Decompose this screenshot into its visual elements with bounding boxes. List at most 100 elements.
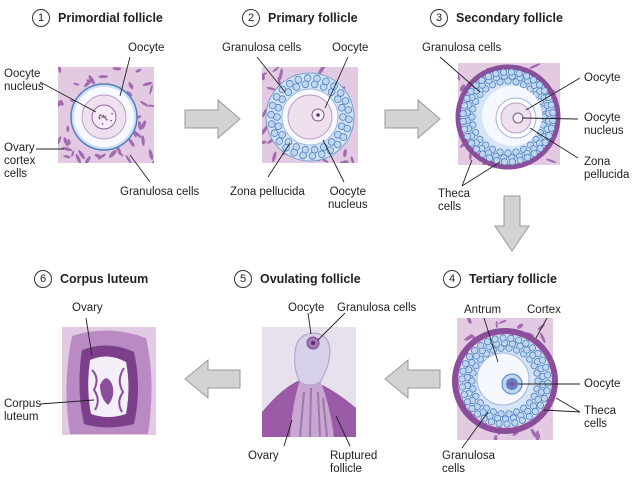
stromal-cell: [128, 82, 134, 90]
granulosa-cell: [545, 132, 553, 140]
arrow-5-to-6: [184, 358, 241, 400]
stromal-cell: [128, 138, 135, 147]
label-oocyte: Oocyte: [288, 302, 325, 314]
label-line: Ovary: [4, 142, 35, 154]
granulosa-cell: [313, 74, 321, 83]
granulosa-cell: [468, 404, 476, 413]
granulosa-cell: [541, 138, 549, 146]
stromal-cell: [262, 140, 267, 145]
stromal-cell: [495, 321, 498, 329]
granulosa-cell: [460, 391, 468, 399]
granulosa-cells: [267, 74, 353, 160]
stromal-cell: [133, 130, 142, 138]
granulosa-cell: [505, 410, 513, 418]
label-oocyte: Oocyte: [128, 42, 165, 54]
granulosa-cell: [267, 120, 276, 128]
granulosa-cell: [511, 419, 519, 427]
stromal-cell: [73, 82, 80, 86]
label-granulosa-cells: Granulosa cells: [222, 42, 302, 54]
label-line: cells: [4, 168, 28, 180]
granulosa-cell: [270, 129, 279, 137]
granulosa-cell: [473, 410, 482, 418]
label-line: cells: [438, 201, 462, 213]
stromal-cell: [63, 155, 71, 159]
granulosa-cell: [301, 80, 310, 89]
granulosa-cell: [299, 151, 307, 160]
stromal-cell: [262, 127, 268, 137]
stage-number: 4: [443, 270, 461, 288]
chromatin-dot: [110, 119, 112, 122]
stromal-cell: [84, 156, 91, 163]
stromal-cell: [148, 149, 154, 160]
stromal-cell: [58, 136, 62, 147]
label-line: Theca: [438, 188, 470, 200]
label-line: Oocyte: [4, 68, 41, 80]
granulosa-cell: [478, 76, 486, 85]
granulosa-cell: [507, 68, 515, 76]
granulosa-cell: [540, 394, 548, 402]
granulosa-cell: [285, 79, 294, 88]
granulosa-cell: [469, 385, 477, 393]
stage-title: Primary follicle: [268, 11, 358, 25]
stage-title: Corpus luteum: [60, 272, 149, 286]
chromatin-dot: [103, 116, 105, 119]
granulosa-cell: [343, 124, 352, 133]
granulosa-cell: [533, 369, 541, 377]
granulosa-cell: [268, 101, 277, 110]
granulosa-cell: [460, 102, 468, 110]
granulosa-cell: [549, 109, 557, 117]
chromatin-dot: [98, 116, 100, 119]
granulosa-cell: [544, 379, 552, 387]
label-ovary: Ovary: [72, 302, 103, 314]
stromal-cell: [318, 67, 326, 75]
label-oocyte: Oocyte: [584, 72, 621, 84]
granulosa-cell: [542, 363, 550, 371]
stromal-cell: [98, 75, 108, 79]
label-theca-cells: Theca cells: [584, 405, 616, 431]
chromatin-dot: [106, 119, 108, 121]
stromal-cell: [67, 138, 71, 145]
granulosa-cell: [458, 375, 466, 383]
stromal-cell: [141, 135, 145, 147]
stromal-cell: [137, 120, 142, 131]
granulosa-cell: [339, 133, 348, 141]
granulosa-cell: [538, 356, 547, 364]
theca-layer: [452, 328, 558, 434]
label-line: nucleus: [328, 199, 368, 211]
label-granulosa-cells: Granulosa cells: [337, 302, 417, 314]
label-line: nucleus: [584, 125, 624, 137]
nucleolus: [316, 113, 320, 117]
theca-layer: [455, 64, 561, 170]
stromal-cell: [58, 100, 64, 106]
stromal-cell: [125, 155, 132, 163]
granulosa-cell: [336, 89, 345, 97]
label-oocyte: Oocyte: [332, 42, 369, 54]
granulosa-cell: [467, 139, 475, 147]
granulosa-cell: [547, 101, 555, 109]
arrow-2-to-3: [384, 98, 441, 140]
granulosa-cell: [516, 156, 524, 164]
stromal-cell: [88, 75, 95, 85]
granulosa-cell: [540, 87, 549, 95]
stage-number: 6: [34, 270, 52, 288]
granulosa-cell: [484, 72, 493, 81]
granulosa-cell: [547, 124, 556, 132]
granulosa-cell: [461, 125, 469, 133]
stage-number: 3: [430, 9, 448, 27]
secondary-follicle-illustration: [455, 63, 561, 170]
leader-lines: [36, 56, 581, 449]
stromal-cell: [148, 104, 154, 107]
released-granulosa-mass: [294, 332, 331, 386]
luteal-folds: [91, 367, 125, 413]
granulosa-cell: [508, 158, 517, 166]
granulosa-cell: [515, 69, 523, 78]
granulosa-cell: [523, 154, 532, 162]
stromal-cell: [126, 91, 133, 97]
label-line: Ruptured: [330, 450, 378, 462]
stromal-cell: [535, 430, 540, 440]
stage-1-heading: 1 Primordial follicle: [32, 9, 163, 27]
granulosa-cell: [525, 412, 533, 421]
stromal-cell: [498, 319, 507, 324]
stromal-cell: [529, 63, 541, 69]
